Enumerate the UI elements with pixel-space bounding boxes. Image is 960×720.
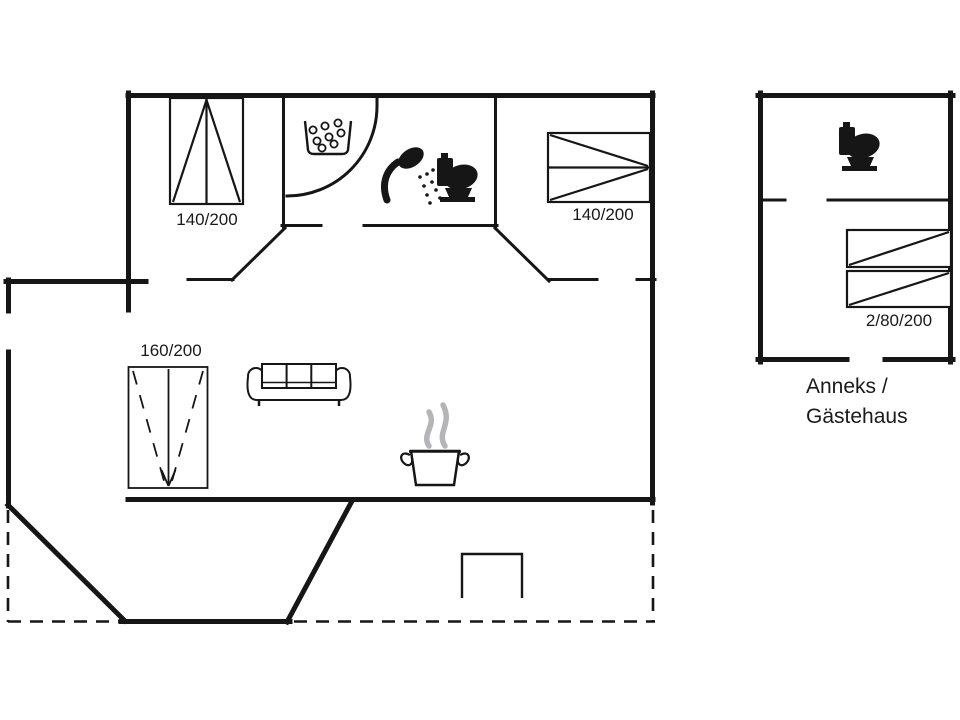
steam-line — [424, 409, 434, 449]
double-bed-icon — [546, 131, 652, 204]
terrace-diagonal-left — [4, 501, 129, 625]
sofa-icon — [246, 363, 352, 406]
single-bed-icon — [845, 269, 953, 309]
annex-title-line1: Anneks / — [806, 375, 888, 398]
terrace-dashed-outline — [6, 510, 655, 623]
main-house-outer-walls — [3, 90, 656, 626]
terrace-diagonal-right — [283, 497, 356, 626]
annex-outer-walls — [755, 90, 956, 365]
steam-line — [439, 402, 449, 449]
toilet-icon — [839, 122, 880, 171]
wall-bedroom2-diagonal — [492, 225, 552, 284]
step-icon — [460, 552, 524, 598]
annex-title: Anneks / Gästehaus — [806, 372, 960, 432]
bed-size-label-bedroom1: 140/200 — [176, 210, 238, 229]
double-bed-icon — [168, 96, 245, 206]
double-bed-dashed-icon — [127, 366, 209, 489]
shower-icon — [381, 147, 453, 205]
washbasin-icon — [303, 118, 353, 156]
shower-cabin-arc — [285, 93, 379, 198]
single-bed-icon — [845, 228, 953, 269]
wall-hall-diagonal — [229, 225, 288, 283]
bed-size-label-livingroom: 160/200 — [140, 341, 202, 360]
bed-size-label-annex: 2/80/200 — [865, 311, 933, 330]
interior-walls — [186, 93, 657, 284]
toilet-icon — [437, 153, 478, 202]
annex-title-line2: Gästehaus — [806, 405, 908, 428]
bed-size-label-bedroom2: 140/200 — [572, 205, 634, 224]
cooking-pot-icon — [400, 402, 470, 487]
